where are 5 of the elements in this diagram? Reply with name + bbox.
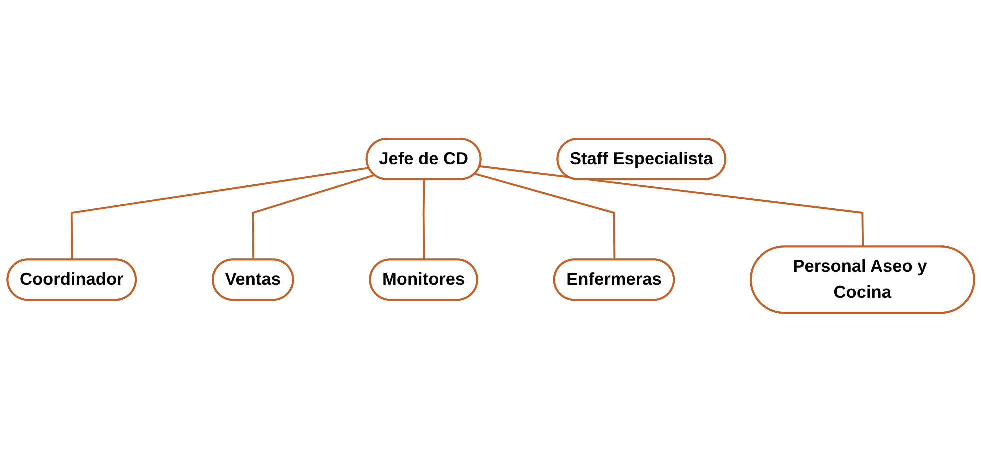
connector bbox=[474, 173, 616, 260]
connector bbox=[70, 167, 370, 260]
connector bbox=[422, 180, 426, 260]
connector bbox=[252, 174, 376, 260]
connector bbox=[480, 166, 864, 248]
